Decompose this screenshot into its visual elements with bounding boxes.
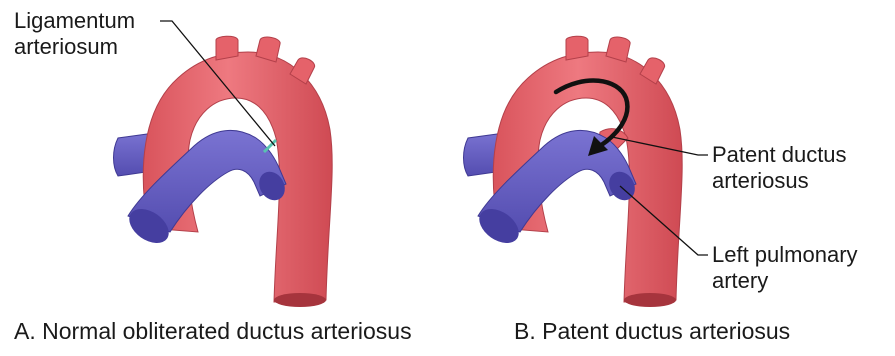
- panel-a-illustration: [114, 21, 333, 307]
- patent-ductus-label-line2: arteriosus: [712, 168, 847, 194]
- lpa-label-line1: Left pulmonary: [712, 242, 858, 268]
- ligamentum-label-line1: Ligamentum: [14, 8, 135, 34]
- lpa-label-line2: artery: [712, 268, 858, 294]
- panel-b-brachiocephalic-branch: [566, 36, 588, 60]
- panel-b-illustration: [464, 36, 709, 307]
- left-pulmonary-artery-label: Left pulmonary artery: [712, 242, 858, 294]
- panel-a-caption: A. Normal obliterated ductus arteriosus: [14, 318, 412, 344]
- ligamentum-arteriosum-label: Ligamentum arteriosum: [14, 8, 135, 60]
- patent-ductus-label-line1: Patent ductus: [712, 142, 847, 168]
- panel-b-caption: B. Patent ductus arteriosus: [514, 318, 790, 344]
- panel-a-brachiocephalic-branch: [216, 36, 238, 60]
- patent-ductus-arteriosus-label: Patent ductus arteriosus: [712, 142, 847, 194]
- panel-b-descending-aorta-opening: [624, 293, 676, 307]
- panel-a-descending-aorta-opening: [274, 293, 326, 307]
- ligamentum-label-line2: arteriosum: [14, 34, 135, 60]
